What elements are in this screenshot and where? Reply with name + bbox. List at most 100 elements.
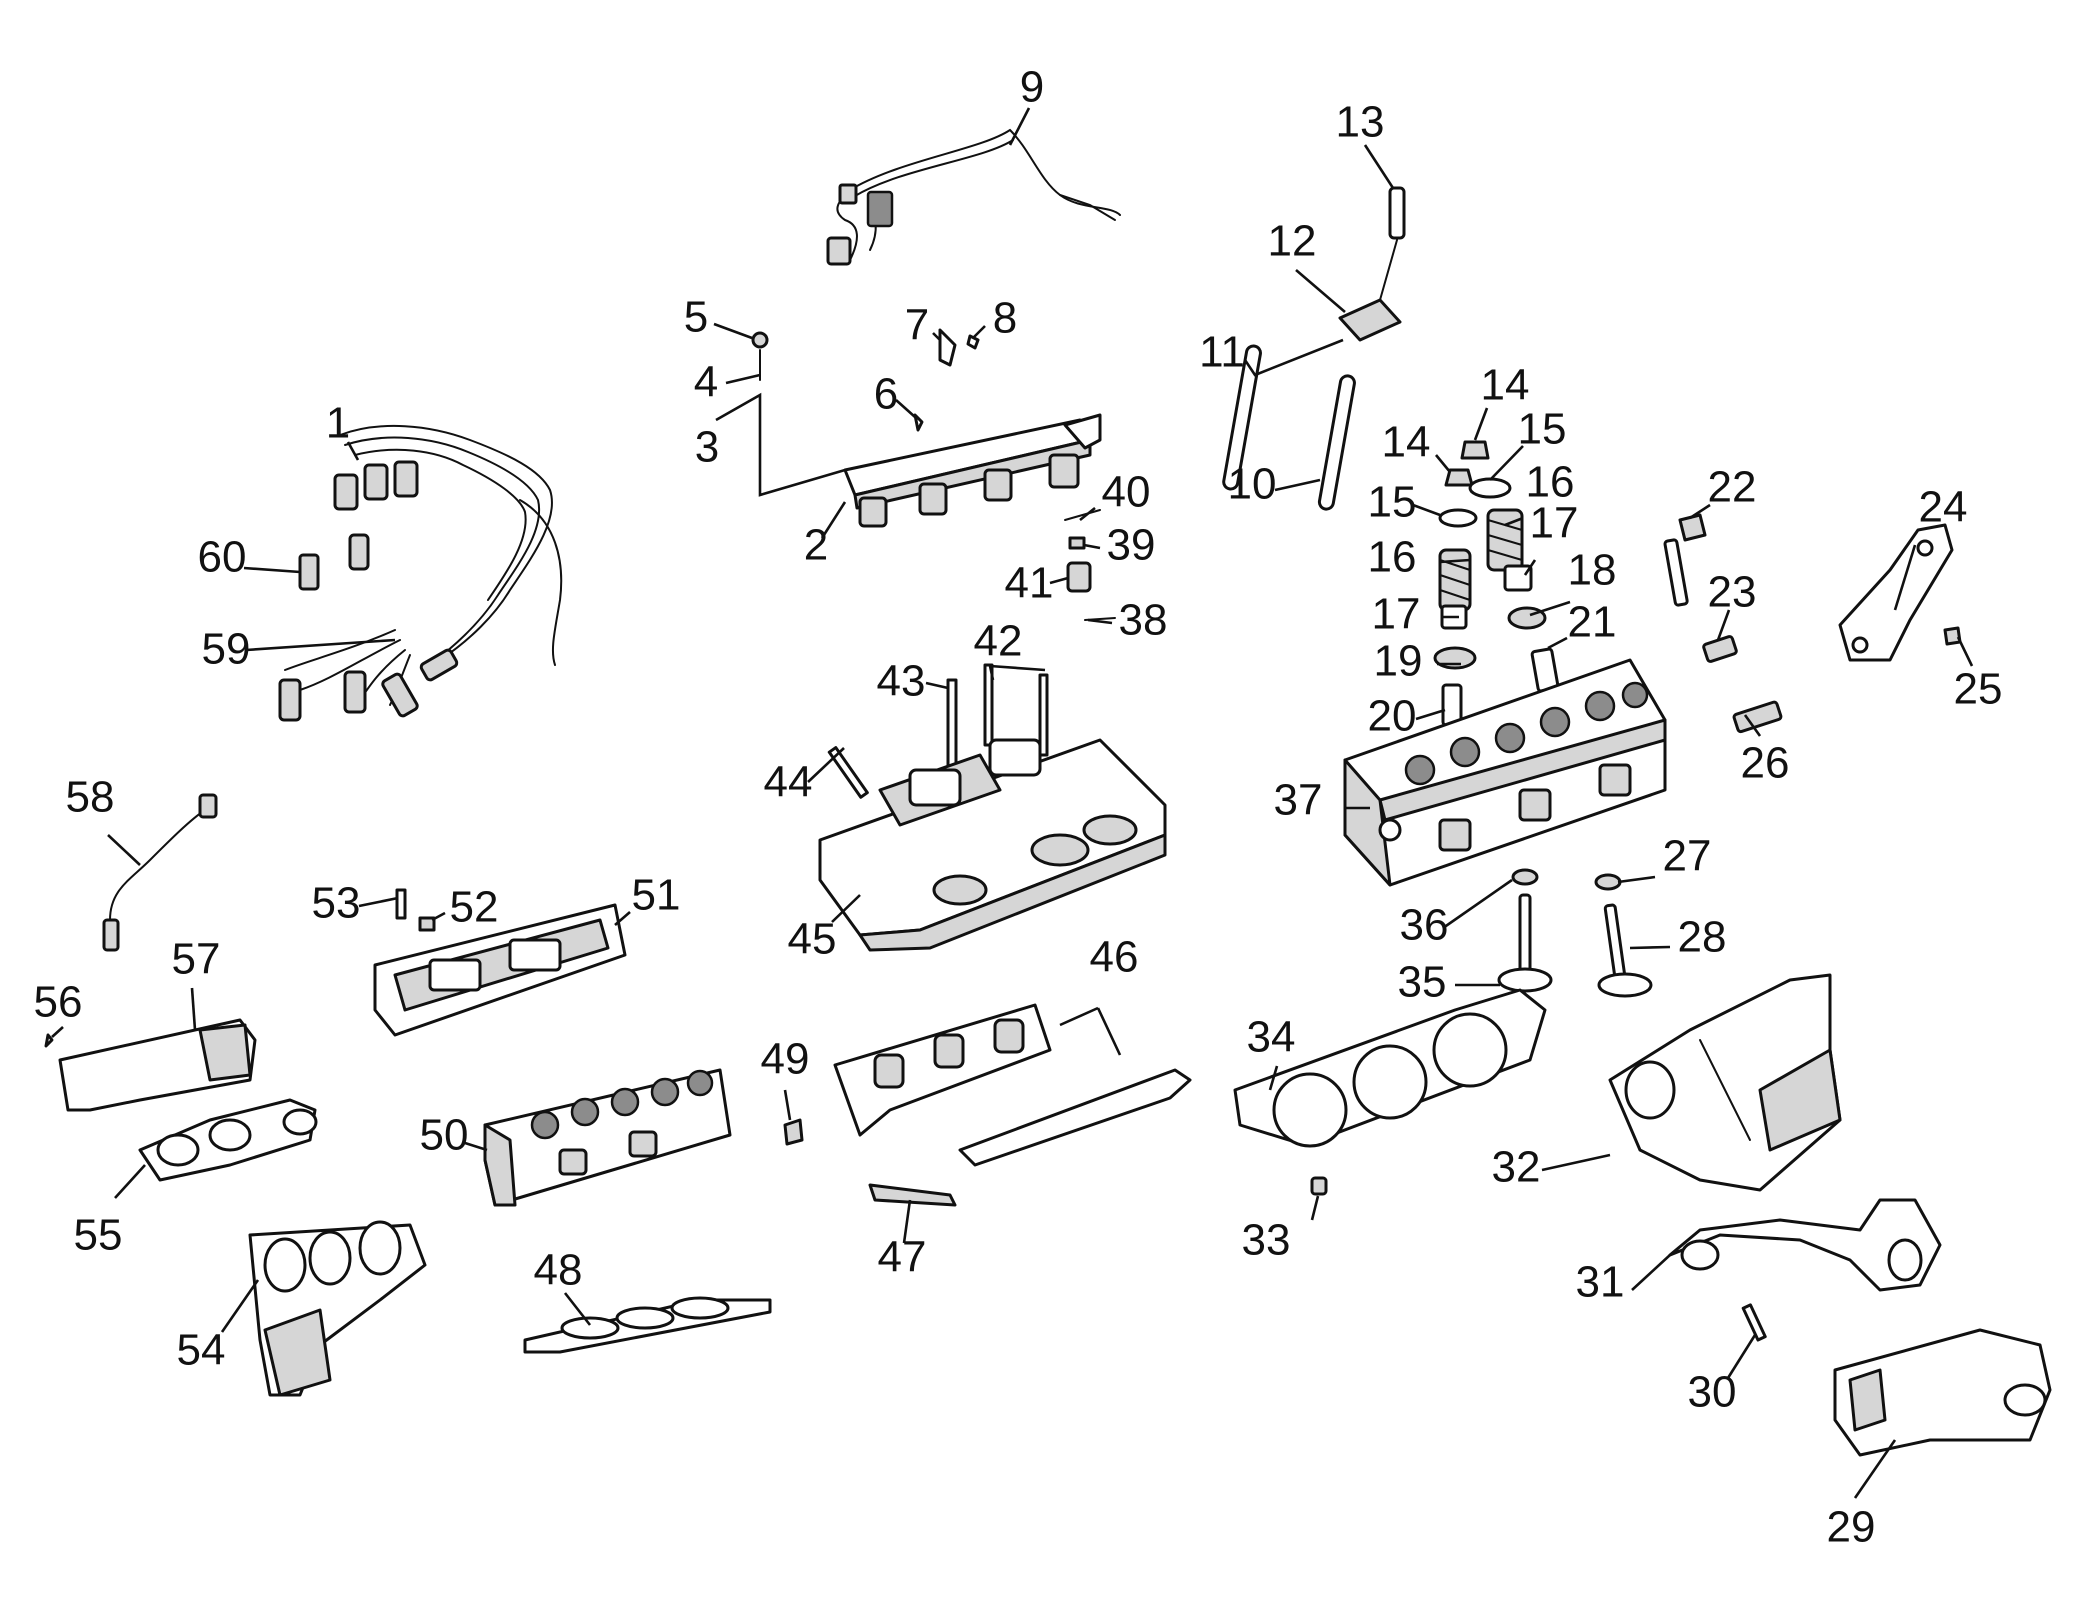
exhaust-flange xyxy=(138,1098,318,1182)
stud-43 xyxy=(946,678,958,772)
plug-boot xyxy=(363,463,389,501)
callout-53: 53 xyxy=(312,879,361,928)
callout-52: 52 xyxy=(450,883,499,932)
bracket-7 xyxy=(938,328,957,367)
callout-4: 4 xyxy=(694,358,718,407)
callout-54: 54 xyxy=(177,1326,226,1375)
bolt-53 xyxy=(395,888,407,920)
sensor-26 xyxy=(1732,700,1783,734)
callout-57: 57 xyxy=(172,935,221,984)
plug-boot xyxy=(343,670,367,714)
plug-boot xyxy=(393,460,419,498)
callout-36: 36 xyxy=(1400,901,1449,950)
callout-7: 7 xyxy=(905,301,929,350)
callout-17-left: 17 xyxy=(1372,590,1421,639)
callout-33: 33 xyxy=(1242,1216,1291,1265)
valve-train-left xyxy=(1433,468,1478,727)
callout-41: 41 xyxy=(1005,559,1054,608)
bracket-24 xyxy=(1838,523,1962,662)
valve-35 xyxy=(1497,893,1553,993)
grommet-52 xyxy=(418,916,436,932)
bolt-22 xyxy=(1663,513,1707,607)
callout-13: 13 xyxy=(1336,98,1385,147)
callout-35: 35 xyxy=(1398,958,1447,1007)
bolt-30 xyxy=(1741,1303,1767,1342)
callout-44: 44 xyxy=(764,758,813,807)
callout-28: 28 xyxy=(1678,913,1727,962)
callout-19: 19 xyxy=(1374,637,1423,686)
callout-47: 47 xyxy=(878,1233,927,1282)
part-40 xyxy=(1064,509,1101,521)
callout-10: 10 xyxy=(1228,460,1277,509)
sensor-23 xyxy=(1702,635,1738,663)
callout-58: 58 xyxy=(66,773,115,822)
callout-31: 31 xyxy=(1576,1258,1625,1307)
gasket-47 xyxy=(868,1183,957,1207)
cylinder-head-left xyxy=(483,1068,732,1207)
fuel-rail-injectors xyxy=(843,413,1102,528)
seal-27 xyxy=(1594,873,1622,891)
callout-55: 55 xyxy=(74,1211,123,1260)
callout-46: 46 xyxy=(1090,933,1139,982)
callout-39: 39 xyxy=(1107,521,1156,570)
bolt-6 xyxy=(913,413,924,432)
callout-14-left: 14 xyxy=(1382,418,1431,467)
callout-21: 21 xyxy=(1568,598,1617,647)
callout-56: 56 xyxy=(34,978,83,1027)
callout-23: 23 xyxy=(1708,568,1757,617)
dowel-33 xyxy=(1310,1176,1328,1196)
wiring-harness xyxy=(826,128,1121,266)
callout-20: 20 xyxy=(1368,692,1417,741)
callout-11: 11 xyxy=(1199,328,1245,377)
callout-16-right: 16 xyxy=(1526,458,1575,507)
callout-18: 18 xyxy=(1568,546,1617,595)
callout-25: 25 xyxy=(1954,665,2003,714)
plug-boot xyxy=(333,473,359,511)
leader-lines xyxy=(51,107,1974,1499)
callout-32: 32 xyxy=(1492,1143,1541,1192)
callout-49: 49 xyxy=(761,1035,810,1084)
callout-1: 1 xyxy=(326,399,350,448)
callout-42: 42 xyxy=(974,617,1023,666)
callout-2: 2 xyxy=(804,521,828,570)
intake-manifold xyxy=(818,663,1167,952)
callout-3: 3 xyxy=(695,423,719,472)
callout-38: 38 xyxy=(1119,596,1168,645)
callout-22: 22 xyxy=(1708,463,1757,512)
callout-5: 5 xyxy=(684,293,708,342)
callout-15-right: 15 xyxy=(1518,405,1567,454)
callout-48: 48 xyxy=(534,1246,583,1295)
callout-labels: 1 2 3 4 5 6 7 8 9 10 11 12 13 14 14 15 1… xyxy=(34,63,2003,1552)
callout-24: 24 xyxy=(1919,483,1968,532)
clip-8 xyxy=(966,334,980,350)
callout-29: 29 xyxy=(1827,1503,1876,1552)
rocker-arm xyxy=(1338,186,1406,342)
seal-39 xyxy=(1068,536,1086,550)
callout-37: 37 xyxy=(1274,776,1323,825)
callout-34: 34 xyxy=(1247,1013,1296,1062)
wire-sensor-60 xyxy=(298,553,320,591)
callout-40: 40 xyxy=(1102,468,1151,517)
callout-15-left: 15 xyxy=(1368,478,1417,527)
callout-59: 59 xyxy=(202,625,251,674)
spark-plug-wire-set xyxy=(278,424,563,722)
callout-30: 30 xyxy=(1688,1368,1737,1417)
plug-boot xyxy=(278,678,302,722)
valve-seal-36 xyxy=(1511,868,1539,886)
plug-boot xyxy=(348,533,370,571)
intake-gaskets xyxy=(833,1003,1192,1167)
exhaust-manifold-left xyxy=(248,1220,427,1397)
injector-41 xyxy=(1066,561,1092,593)
callout-51: 51 xyxy=(632,871,681,920)
callout-14-right: 14 xyxy=(1481,361,1530,410)
plug-boot xyxy=(419,648,459,682)
exhaust-manifold-right xyxy=(1668,1198,1942,1292)
callout-16-left: 16 xyxy=(1368,533,1417,582)
heat-shield-32 xyxy=(1608,973,1842,1192)
plug-49 xyxy=(783,1118,804,1146)
valve-cover xyxy=(373,903,627,1037)
head-gasket-right xyxy=(1233,988,1547,1148)
callout-9: 9 xyxy=(1020,63,1044,112)
callout-26: 26 xyxy=(1741,739,1790,788)
